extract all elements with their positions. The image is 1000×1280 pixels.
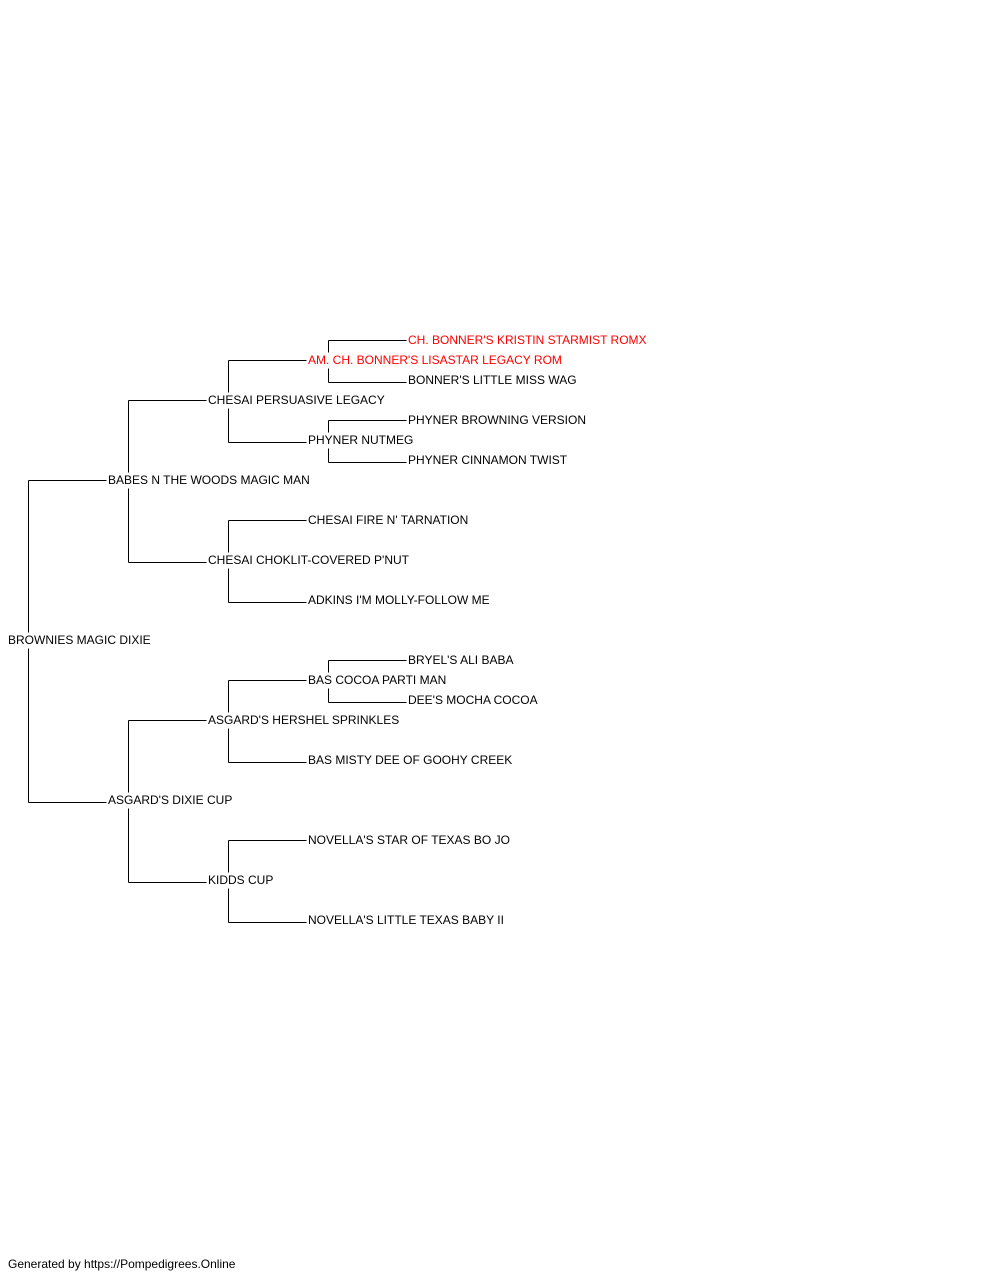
pedigree-name: ADKINS I'M MOLLY-FOLLOW ME — [308, 593, 490, 607]
pedigree-name: NOVELLA'S LITTLE TEXAS BABY II — [308, 913, 504, 927]
pedigree-name: DEE'S MOCHA COCOA — [408, 693, 538, 707]
footer-credit: Generated by https://Pompedigrees.Online — [8, 1257, 236, 1271]
pedigree-name: CHESAI FIRE N' TARNATION — [308, 513, 468, 527]
pedigree-name: BRYEL'S ALI BABA — [408, 653, 513, 667]
pedigree-name: AM. CH. BONNER'S LISASTAR LEGACY ROM — [308, 353, 562, 367]
pedigree-name: CHESAI PERSUASIVE LEGACY — [208, 393, 385, 407]
pedigree-name: BAS MISTY DEE OF GOOHY CREEK — [308, 753, 512, 767]
pedigree-name: BABES N THE WOODS MAGIC MAN — [108, 473, 310, 487]
pedigree-name: PHYNER BROWNING VERSION — [408, 413, 586, 427]
pedigree-name: ASGARD'S HERSHEL SPRINKLES — [208, 713, 399, 727]
pedigree-name: ASGARD'S DIXIE CUP — [108, 793, 232, 807]
pedigree-name: BONNER'S LITTLE MISS WAG — [408, 373, 577, 387]
pedigree-name: BAS COCOA PARTI MAN — [308, 673, 446, 687]
pedigree-name: BROWNIES MAGIC DIXIE — [8, 633, 151, 647]
pedigree-name: KIDDS CUP — [208, 873, 273, 887]
pedigree-name: PHYNER NUTMEG — [308, 433, 413, 447]
pedigree-name: PHYNER CINNAMON TWIST — [408, 453, 568, 467]
pedigree-name: CH. BONNER'S KRISTIN STARMIST ROMX — [408, 333, 647, 347]
pedigree-name: CHESAI CHOKLIT-COVERED P'NUT — [208, 553, 410, 567]
pedigree-name: NOVELLA'S STAR OF TEXAS BO JO — [308, 833, 510, 847]
